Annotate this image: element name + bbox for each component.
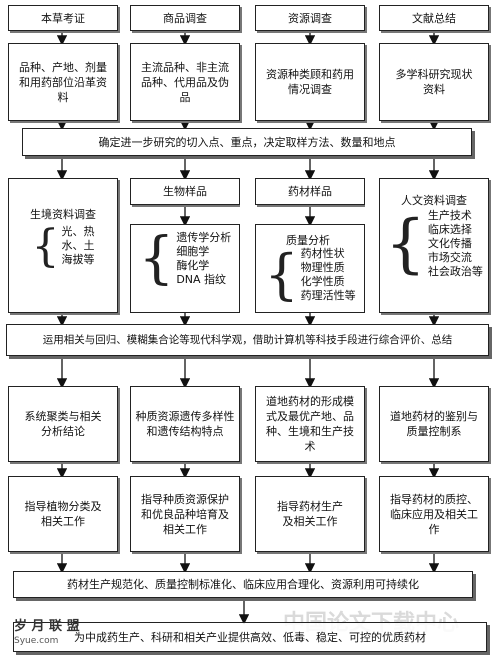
bar-quality-medicinal-materials: 为中成药生产、科研和相关产业提供高效、低毒、稳定、可控的优质药材: [13, 622, 487, 652]
bar-determine-research-focus: 确定进一步研究的切入点、重点，决定取样方法、数量和地点: [22, 128, 472, 156]
header-label: 商品调查: [163, 11, 207, 25]
habitat-list-wrap: { 光、热 水、土 海拔等: [9, 225, 117, 269]
bio-list-wrap: { 遗传学分析 细胞学 酶化学 DNA 指纹: [131, 231, 239, 287]
box-humanities-survey: 人文资料调查 { 生产技术 临床选择 文化传播 市场交流 社会政治等: [379, 178, 489, 313]
bio-item: 遗传学分析: [176, 231, 232, 244]
box-text: 主流品种、非主流品种、代用品及伪品: [141, 60, 229, 104]
header-herbal-textual-research: 本草考证: [8, 5, 118, 31]
box-variety-origin-dosage: 品种、产地、剂量和用药部位沿革资料: [8, 43, 118, 121]
box-biological-samples: 生物样品 { 遗传学分析 细胞学 酶化学 DNA 指纹: [130, 178, 240, 313]
box-mainstream-varieties: 主流品种、非主流品种、代用品及伪品: [130, 43, 240, 121]
bar-standardization: 药材生产规范化、质量控制标准化、临床应用合理化、资源利用可持续化: [13, 571, 473, 598]
bio-item: 细胞学: [176, 245, 210, 258]
bio-item: DNA 指纹: [176, 273, 227, 286]
logo-text: 岁 月 联 盟: [14, 619, 80, 634]
habitat-title: 生境资料调查: [30, 208, 96, 221]
box-text: 多学科研究现状资料: [395, 68, 473, 96]
habitat-item: 海拔等: [61, 253, 95, 266]
quality-title: 质量分析: [286, 234, 330, 247]
humanities-title: 人文资料调查: [401, 194, 467, 207]
bar-text: 确定进一步研究的切入点、重点，决定取样方法、数量和地点: [98, 135, 396, 149]
box-text: 道地药材的鉴别与质量控制系: [390, 410, 478, 438]
humanities-item: 临床选择: [427, 223, 472, 236]
box-text: 指导药材的质控、临床应用及相关工作: [390, 492, 478, 536]
box-text: 品种、产地、剂量和用药部位沿革资料: [19, 60, 107, 104]
header-label: 文献总结: [412, 11, 456, 25]
header-label: 药材样品: [288, 185, 332, 198]
header-biological-samples: 生物样品: [130, 178, 240, 205]
humanities-item: 文化传播: [427, 237, 472, 250]
habitat-list: 光、热 水、土 海拔等: [62, 225, 95, 269]
humanities-item: 市场交流: [427, 251, 472, 264]
box-text: 指导药材生产及相关工作: [277, 500, 343, 528]
bio-item: 酶化学: [176, 259, 210, 272]
habitat-item: 光、热: [61, 225, 95, 238]
logo-url: Syue.com: [14, 636, 59, 646]
box-multidiscipline-status: 多学科研究现状资料: [379, 43, 489, 121]
bio-list: 遗传学分析 细胞学 酶化学 DNA 指纹: [176, 231, 231, 287]
box-formation-pattern: 道地药材的形成模式及最优产地、品种、生境和生产技术: [255, 386, 365, 462]
humanities-item: 生产技术: [427, 209, 472, 222]
bar-text: 运用相关与回归、模糊集合论等现代科学观，借助计算机等科技手段进行综合评价、总结: [42, 333, 453, 346]
header-label: 生物样品: [163, 185, 207, 198]
brace-icon: {: [138, 226, 175, 291]
quality-list-wrap: { 药材性状 物理性质 化学性质 药理活性等: [256, 247, 364, 303]
header-medicinal-samples: 药材样品: [255, 178, 365, 205]
box-cluster-analysis: 系统聚类与相关分析结论: [8, 386, 118, 462]
box-identification-quality: 道地药材的鉴别与质量控制系: [379, 386, 489, 462]
humanities-list: 生产技术 临床选择 文化传播 市场交流 社会政治等: [428, 209, 483, 279]
box-text: 系统聚类与相关分析结论: [24, 410, 102, 438]
box-resource-types: 资源种类顾和药用情况调查: [255, 43, 365, 121]
brace-icon: {: [31, 221, 60, 272]
bar-text: 药材生产规范化、质量控制标准化、临床应用合理化、资源利用可持续化: [67, 578, 419, 591]
header-commodity-survey: 商品调查: [130, 5, 240, 31]
humanities-item: 社会政治等: [427, 265, 483, 278]
box-text: 指导种质资源保护和优良品种培育及相关工作: [141, 492, 229, 536]
header-resource-survey: 资源调查: [255, 5, 365, 31]
box-text: 种质资源遗传多样性和遗传结构特点: [135, 410, 235, 438]
brace-icon: {: [264, 243, 299, 306]
quality-item: 化学性质: [300, 275, 345, 288]
box-text: 资源种类顾和药用情况调查: [266, 68, 354, 96]
bar-comprehensive-evaluation: 运用相关与回归、模糊集合论等现代科学观，借助计算机等科技手段进行综合评价、总结: [6, 324, 489, 356]
quality-item: 物理性质: [300, 261, 345, 274]
header-label: 本草考证: [41, 11, 85, 25]
header-label: 资源调查: [288, 11, 332, 25]
box-genetic-diversity: 种质资源遗传多样性和遗传结构特点: [130, 386, 240, 462]
quality-item: 药材性状: [300, 247, 345, 260]
box-quality-analysis: 质量分析 { 药材性状 物理性质 化学性质 药理活性等: [255, 224, 365, 313]
box-medicinal-samples: 药材样品 质量分析 { 药材性状 物理性质 化学性质 药理活性等: [255, 178, 365, 313]
header-literature-summary: 文献总结: [379, 5, 489, 31]
quality-item: 药理活性等: [300, 289, 356, 302]
habitat-item: 水、土: [61, 239, 95, 252]
bar-text: 为中成药生产、科研和相关产业提供高效、低毒、稳定、可控的优质药材: [74, 630, 426, 644]
box-biological-analysis: { 遗传学分析 细胞学 酶化学 DNA 指纹: [130, 224, 240, 313]
brace-icon: {: [385, 207, 426, 281]
site-logo: 岁 月 联 盟 Syue.com: [14, 620, 80, 648]
quality-list: 药材性状 物理性质 化学性质 药理活性等: [301, 247, 356, 303]
box-guide-germplasm: 指导种质资源保护和优良品种培育及相关工作: [130, 476, 240, 552]
box-text: 指导植物分类及相关工作: [24, 500, 102, 528]
box-habitat-survey: 生境资料调查 { 光、热 水、土 海拔等: [8, 178, 118, 313]
box-guide-quality-control: 指导药材的质控、临床应用及相关工作: [379, 476, 489, 552]
box-guide-production: 指导药材生产及相关工作: [255, 476, 365, 552]
humanities-list-wrap: { 生产技术 临床选择 文化传播 市场交流 社会政治等: [380, 209, 488, 279]
box-guide-plant-taxonomy: 指导植物分类及相关工作: [8, 476, 118, 552]
box-text: 道地药材的形成模式及最优产地、品种、生境和生产技术: [266, 395, 354, 453]
